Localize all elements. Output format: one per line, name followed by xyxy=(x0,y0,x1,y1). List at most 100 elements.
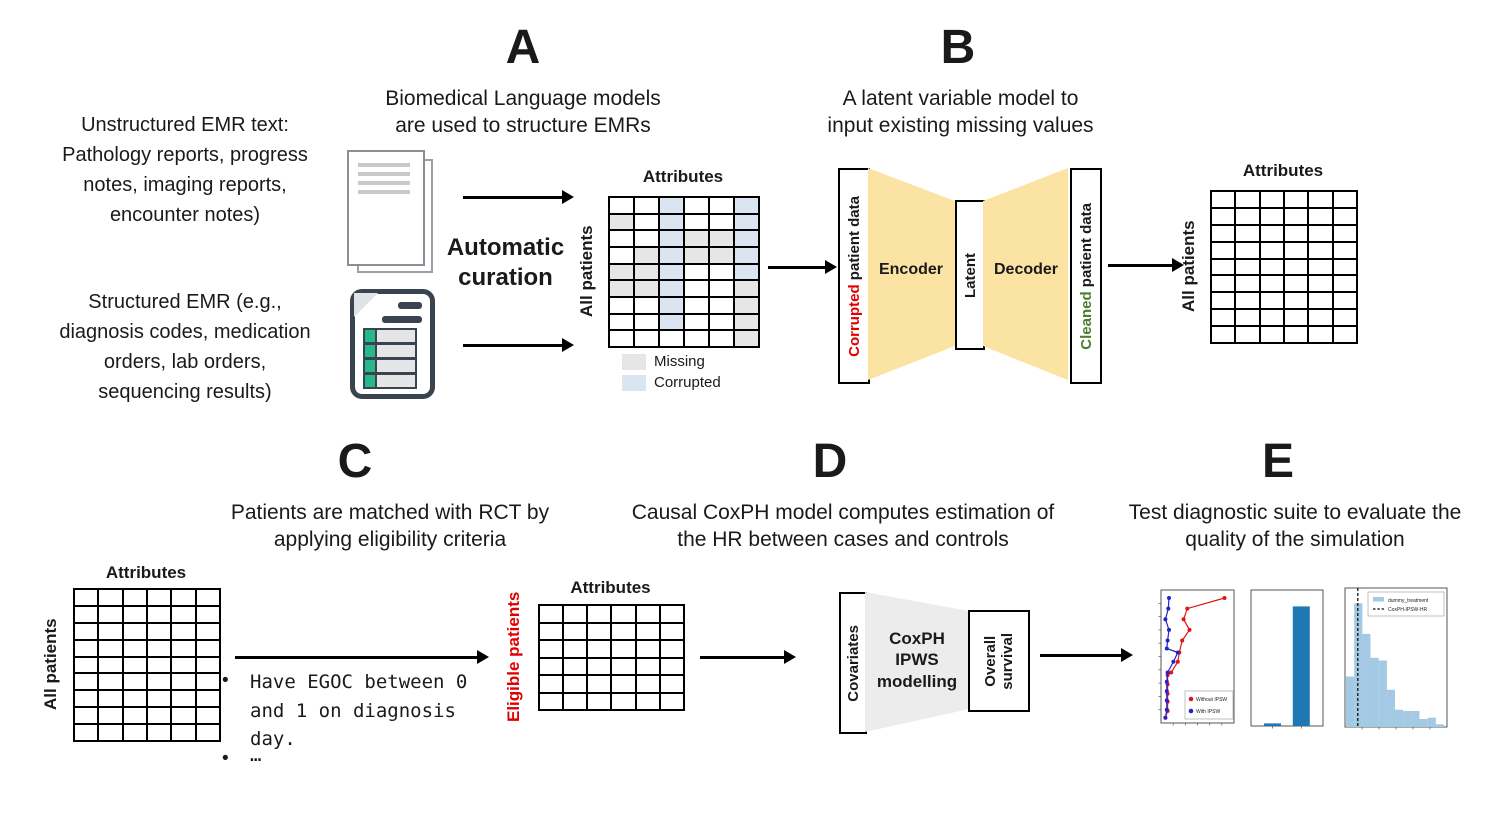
grid-cell xyxy=(196,657,221,675)
automatic-curation-label: Automatic curation xyxy=(446,234,565,291)
grid-cell xyxy=(172,640,197,658)
grid-cell xyxy=(172,708,197,726)
grid-cell xyxy=(1285,293,1310,311)
cleaned-data-grid xyxy=(1210,190,1358,344)
grid-cell xyxy=(635,281,660,298)
grid-cell xyxy=(1212,310,1237,328)
arrow-grid-to-autoencoder xyxy=(768,260,837,274)
grid-cell xyxy=(123,623,148,641)
grid-cell xyxy=(172,606,197,624)
grid-cell xyxy=(635,331,660,348)
grid-cell xyxy=(635,314,660,332)
arrow-model-to-diagnostics xyxy=(1040,648,1133,662)
grid-cell xyxy=(1333,259,1358,277)
grid-cell xyxy=(660,281,685,298)
grid-cell xyxy=(610,214,635,232)
grid-cell xyxy=(540,676,565,694)
grid-cell xyxy=(588,693,613,711)
grid-cell xyxy=(636,623,661,641)
grid-cell xyxy=(1236,225,1261,243)
grid-cell xyxy=(660,623,685,641)
grid-cell xyxy=(612,658,637,676)
eligible-patients-label: Eligible patients xyxy=(504,591,523,723)
grid-cell xyxy=(75,674,100,692)
grid-cell xyxy=(1236,276,1261,294)
grid-cell xyxy=(1309,259,1334,277)
grid-cell xyxy=(75,623,100,641)
arrow-unstructured-to-grid xyxy=(463,190,574,204)
grid-cell xyxy=(172,657,197,675)
grid-cell xyxy=(1212,276,1237,294)
grid-cell xyxy=(1236,310,1261,328)
cleaned-patient-data-box: Cleaned patient data xyxy=(1070,168,1102,384)
grid-cell xyxy=(636,693,661,711)
grid-cell xyxy=(1260,276,1285,294)
grid-cell xyxy=(1260,327,1285,344)
grid-cell xyxy=(636,606,661,624)
grid-cell xyxy=(610,281,635,298)
missing-swatch xyxy=(622,353,646,370)
treatment-bar-chart xyxy=(1247,586,1327,730)
bullet-marker-1: • xyxy=(222,670,229,691)
grid-legend: Missing Corrupted xyxy=(622,351,721,393)
grid-cell xyxy=(564,676,589,694)
grid-cell xyxy=(148,725,173,742)
grid-cell xyxy=(710,281,735,298)
grid-cell xyxy=(172,725,197,742)
grid-cell xyxy=(660,198,685,215)
corrupted-patient-data-box: Corrupted patient data xyxy=(838,168,870,384)
grid-cell xyxy=(660,676,685,694)
grid-cell xyxy=(123,657,148,675)
grid-cell xyxy=(735,198,760,215)
decoder-label: Decoder xyxy=(993,261,1059,278)
svg-text:Without IPSW: Without IPSW xyxy=(1196,697,1227,703)
grid-cell xyxy=(564,658,589,676)
grid-cell xyxy=(735,331,760,348)
grid-cell xyxy=(1333,310,1358,328)
grid-cell xyxy=(1309,208,1334,226)
grid-cell xyxy=(735,214,760,232)
grid-cell xyxy=(1212,327,1237,344)
grid-cell xyxy=(148,657,173,675)
grid-cell xyxy=(1309,327,1334,344)
grid-cell xyxy=(660,693,685,711)
grid-cell xyxy=(610,297,635,315)
grid-cell xyxy=(75,590,100,607)
grid-cell xyxy=(1236,293,1261,311)
svg-text:CoxPH-IPSW-HR: CoxPH-IPSW-HR xyxy=(1388,607,1427,613)
grid-cell xyxy=(610,331,635,348)
panel-a-title: Biomedical Language models are used to s… xyxy=(385,87,661,137)
panel-c-title: Patients are matched with RCT by applyin… xyxy=(230,501,550,551)
grid-cell xyxy=(196,640,221,658)
grid-cell xyxy=(660,214,685,232)
grid-cell xyxy=(196,590,221,607)
grid-cell xyxy=(685,281,710,298)
grid-cell xyxy=(685,198,710,215)
grid-cell xyxy=(99,708,124,726)
grid-cell xyxy=(735,247,760,265)
covariates-box: Covariates xyxy=(839,592,867,734)
grid-cell xyxy=(1309,225,1334,243)
grid-cell xyxy=(1212,242,1237,260)
grid-cell xyxy=(710,231,735,248)
grid-cell xyxy=(710,198,735,215)
grid-c-patients-label: All patients xyxy=(41,618,60,710)
grid-cell xyxy=(75,708,100,726)
grid-cell xyxy=(75,725,100,742)
panel-e-title: Test diagnostic suite to evaluate the qu… xyxy=(1128,501,1462,551)
grid-cell xyxy=(1260,310,1285,328)
grid-cell xyxy=(1236,208,1261,226)
grid-cell xyxy=(660,247,685,265)
covariates-label: Covariates xyxy=(844,624,862,702)
grid-cell xyxy=(99,590,124,607)
grid-cell xyxy=(564,641,589,659)
grid-cell xyxy=(735,297,760,315)
overall-survival-box: Overall survival xyxy=(968,610,1030,712)
grid-cell xyxy=(99,674,124,692)
grid-cell xyxy=(610,264,635,282)
cleaned-patient-data-label: Cleaned patient data xyxy=(1077,202,1095,350)
grid-cell xyxy=(123,674,148,692)
eligible-patients-grid xyxy=(538,604,685,711)
